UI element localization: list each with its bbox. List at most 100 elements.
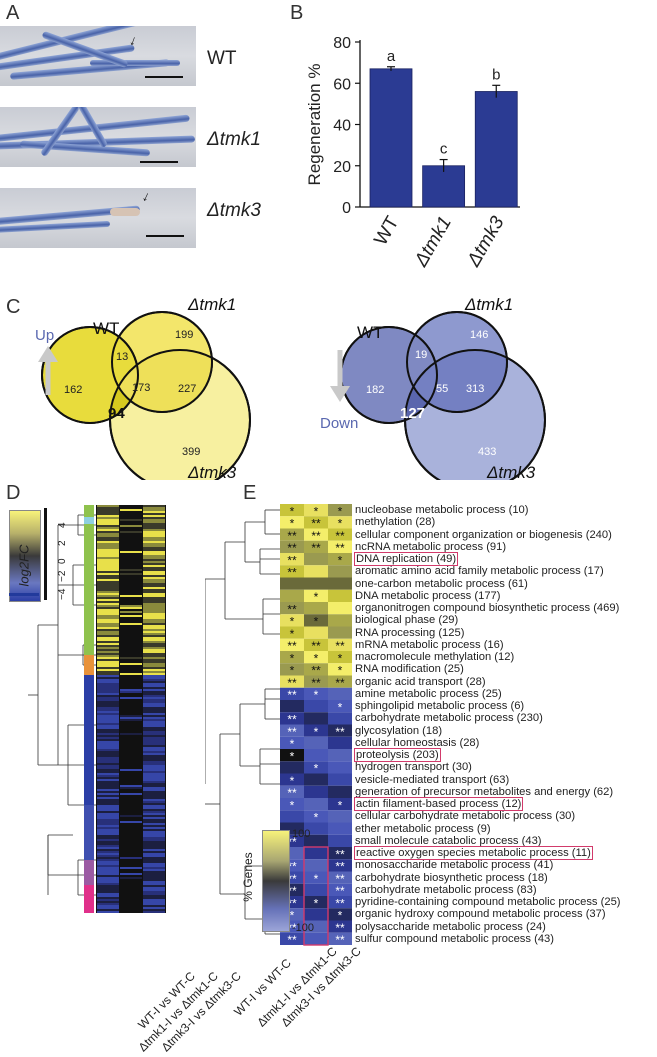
heatmap-cell xyxy=(143,627,165,629)
arrow-icon: ↓ xyxy=(127,31,140,49)
heatmap-cell xyxy=(143,649,165,651)
heatmap-cell xyxy=(143,691,165,693)
heatmap-cell xyxy=(97,831,119,833)
significance-star: ** xyxy=(287,786,297,800)
heatmap-cell xyxy=(143,661,165,663)
heatmap-cell xyxy=(143,729,165,731)
go-heatmap-cell xyxy=(280,614,304,627)
venn-down-all: 55 xyxy=(436,383,448,395)
bar xyxy=(474,91,518,208)
x-tick-label: WT xyxy=(370,213,403,249)
heatmap-cell xyxy=(143,839,165,841)
heatmap-cell xyxy=(97,547,119,549)
arrow-icon: ↓ xyxy=(139,188,154,205)
significance-letter: a xyxy=(387,48,396,65)
go-heatmap-cell xyxy=(304,822,328,835)
heatmap-cell xyxy=(120,573,142,575)
go-term: organic acid transport (28) xyxy=(355,676,655,688)
heatmap-cell xyxy=(143,907,165,909)
heatmap-cell xyxy=(97,809,119,811)
go-term-label: sphingolipid metabolic process (6) xyxy=(355,700,525,712)
go-term: DNA replication (49) xyxy=(353,552,655,566)
heatmap-cell xyxy=(97,875,119,877)
heatmap-cell xyxy=(143,563,165,565)
heatmap-cell xyxy=(97,895,119,897)
go-term: polysaccharide metabolic process (24) xyxy=(355,921,655,933)
go-heatmap-cell xyxy=(304,773,328,786)
go-heatmap-cell xyxy=(304,700,328,713)
heatmap-cell xyxy=(97,517,119,519)
heatmap-cell xyxy=(97,601,119,603)
heatmap-cell xyxy=(97,525,119,527)
venn-up-tmk1-only: 199 xyxy=(175,329,193,341)
heatmap-cell xyxy=(97,757,119,759)
heatmap-cell xyxy=(143,857,165,859)
heatmap-cell xyxy=(97,783,119,785)
heatmap-cell xyxy=(143,565,165,567)
heatmap-cell xyxy=(120,815,142,817)
heatmap-cell xyxy=(97,647,119,649)
heatmap-cell xyxy=(143,877,165,879)
significance-star: ** xyxy=(335,884,345,898)
go-term-label: hydrogen transport (30) xyxy=(355,761,472,774)
heatmap-cell xyxy=(97,763,119,765)
go-heatmap-cell xyxy=(328,614,352,627)
micrograph-tmk3: ↓ xyxy=(0,188,196,248)
heatmap-cell xyxy=(97,565,119,567)
go-heatmap-cell xyxy=(328,602,352,615)
log2fc-legend xyxy=(9,510,41,602)
heatmap-cell xyxy=(97,901,119,903)
heatmap-cell xyxy=(143,773,165,775)
significance-star: * xyxy=(314,590,319,604)
heatmap-cell xyxy=(143,555,165,557)
heatmap-cell xyxy=(97,579,119,581)
heatmap-cell xyxy=(120,785,142,787)
significance-star: * xyxy=(338,651,343,665)
heatmap-cell xyxy=(143,643,165,645)
heatmap-cell xyxy=(97,871,119,873)
go-term-label: vesicle-mediated transport (63) xyxy=(355,773,510,786)
significance-star: ** xyxy=(335,541,345,555)
go-heatmap-cell xyxy=(328,638,352,651)
go-term-label: generation of precursor metabolites and … xyxy=(355,785,614,798)
heatmap-cell xyxy=(97,695,119,697)
heatmap-cell xyxy=(143,571,165,573)
go-heatmap-cell xyxy=(304,553,328,566)
heatmap-cell xyxy=(143,771,165,773)
significance-star: * xyxy=(314,651,319,665)
go-heatmap-cell xyxy=(328,798,352,811)
go-term: methylation (28) xyxy=(355,516,655,528)
heatmap-cell xyxy=(143,593,165,595)
heatmap-cell xyxy=(143,641,165,643)
y-tick-label: 40 xyxy=(333,118,351,135)
go-term-label: methylation (28) xyxy=(355,516,436,529)
go-heatmap-cell xyxy=(328,883,352,896)
heatmap-cell xyxy=(143,611,165,613)
heatmap-cell xyxy=(143,703,165,705)
heatmap-cell xyxy=(97,623,119,625)
micrograph-wt: ↓ xyxy=(0,26,196,86)
go-heatmap-cell xyxy=(304,528,328,541)
heatmap-cell xyxy=(97,655,119,657)
significance-star: ** xyxy=(335,725,345,739)
significance-star: * xyxy=(314,896,319,910)
venn-up-all: 173 xyxy=(132,382,150,394)
go-term-label: mRNA metabolic process (16) xyxy=(355,638,504,651)
heatmap-cell xyxy=(97,747,119,749)
go-heatmap-cell xyxy=(328,810,352,823)
heatmap-cell xyxy=(97,781,119,783)
heatmap-cell xyxy=(143,665,165,667)
significance-star: ** xyxy=(335,872,345,886)
heatmap-cell xyxy=(120,509,142,511)
heatmap-cell xyxy=(120,857,142,859)
heatmap-cell xyxy=(143,587,165,589)
significance-star: * xyxy=(290,517,295,531)
bar xyxy=(422,165,466,208)
heatmap-cell xyxy=(97,729,119,731)
go-term-label: organic acid transport (28) xyxy=(355,675,486,688)
heatmap-cell xyxy=(97,675,119,677)
heatmap-cell xyxy=(97,591,119,593)
heatmap-cell xyxy=(120,569,142,571)
heatmap-cell xyxy=(97,599,119,601)
significance-letter: b xyxy=(492,66,500,83)
